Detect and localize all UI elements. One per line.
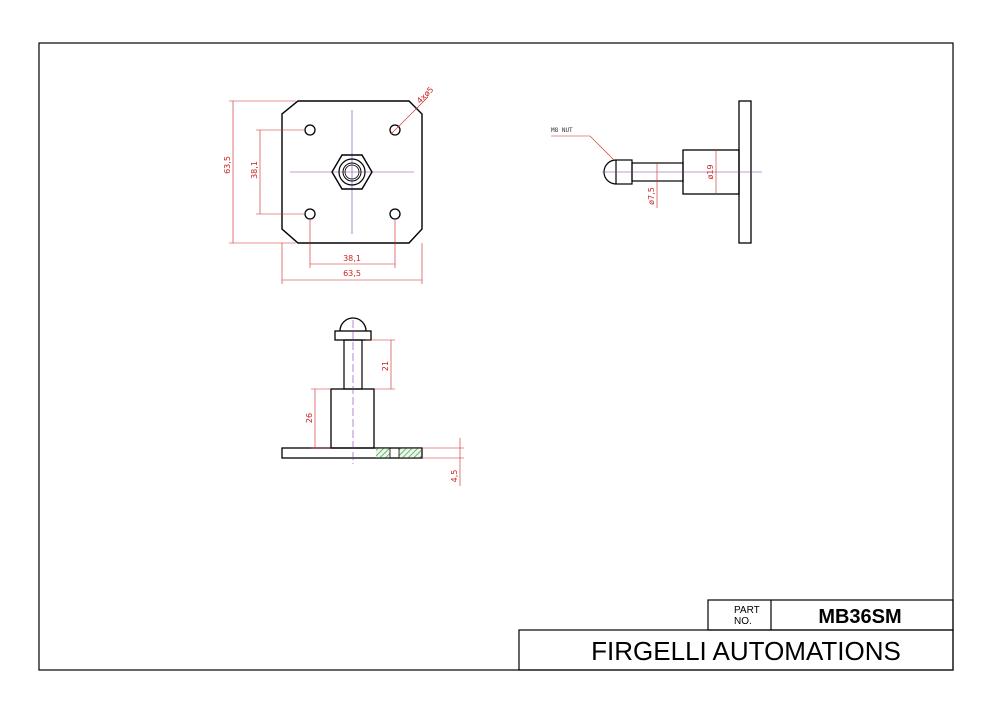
part-number: MB36SM [818,606,901,628]
nut-washer [338,158,366,186]
nut-callout-label: M8 NUT [551,127,573,134]
front-dome [339,317,367,332]
section-hatch [399,448,421,458]
company-name: FIRGELLI AUTOMATIONS [591,636,901,666]
plate-outline [281,100,423,244]
side-view: M8 NUT ø7,5 ø19 [551,100,762,244]
front-boss [330,388,375,449]
dim-plate-height [229,100,296,244]
drawing-border [38,42,954,671]
mounting-hole [389,208,401,220]
hole-callout-leader [390,96,429,135]
dim-plate-thickness [422,438,464,486]
part-label-line1: PART [734,605,760,616]
dim-boss-diameter-label: ø19 [706,164,715,179]
hex-nut-icon [331,154,373,190]
dim-hole-horizontal [309,220,396,268]
dim-boss-height-label: 26 [305,413,314,423]
mounting-hole [304,124,316,136]
dim-hole-horizontal-label: 38,1 [343,254,361,263]
dim-stud-diameter-label: ø7,5 [647,187,656,205]
hole-callout-label: 4xø5 [415,85,435,105]
dim-plate-height-label: 63,5 [223,156,232,174]
dim-plate-thickness-label: 4,5 [450,470,459,483]
stud-bore [342,162,362,182]
front-view: 21 26 4,5 [281,317,464,486]
title-block: PART NO. MB36SM FIRGELLI AUTOMATIONS [518,599,954,671]
section-hatch [376,448,390,458]
nut-callout-leader [551,135,615,161]
dim-stud-length [366,339,395,390]
company-box [518,629,954,671]
dim-stud-length-label: 21 [381,361,390,371]
stud-core [344,164,360,180]
mounting-hole [304,208,316,220]
part-label-line2: NO. [734,616,752,627]
mounting-hole [389,124,401,136]
top-view: 63,5 38,1 38,1 63,5 4xø5 [223,85,435,284]
front-base-plate [281,447,423,459]
dim-plate-width-label: 63,5 [343,269,361,278]
dim-hole-vertical-label: 38,1 [250,161,259,179]
dim-plate-width [281,243,423,284]
dim-boss-height [311,388,331,449]
dim-hole-vertical [256,129,304,215]
